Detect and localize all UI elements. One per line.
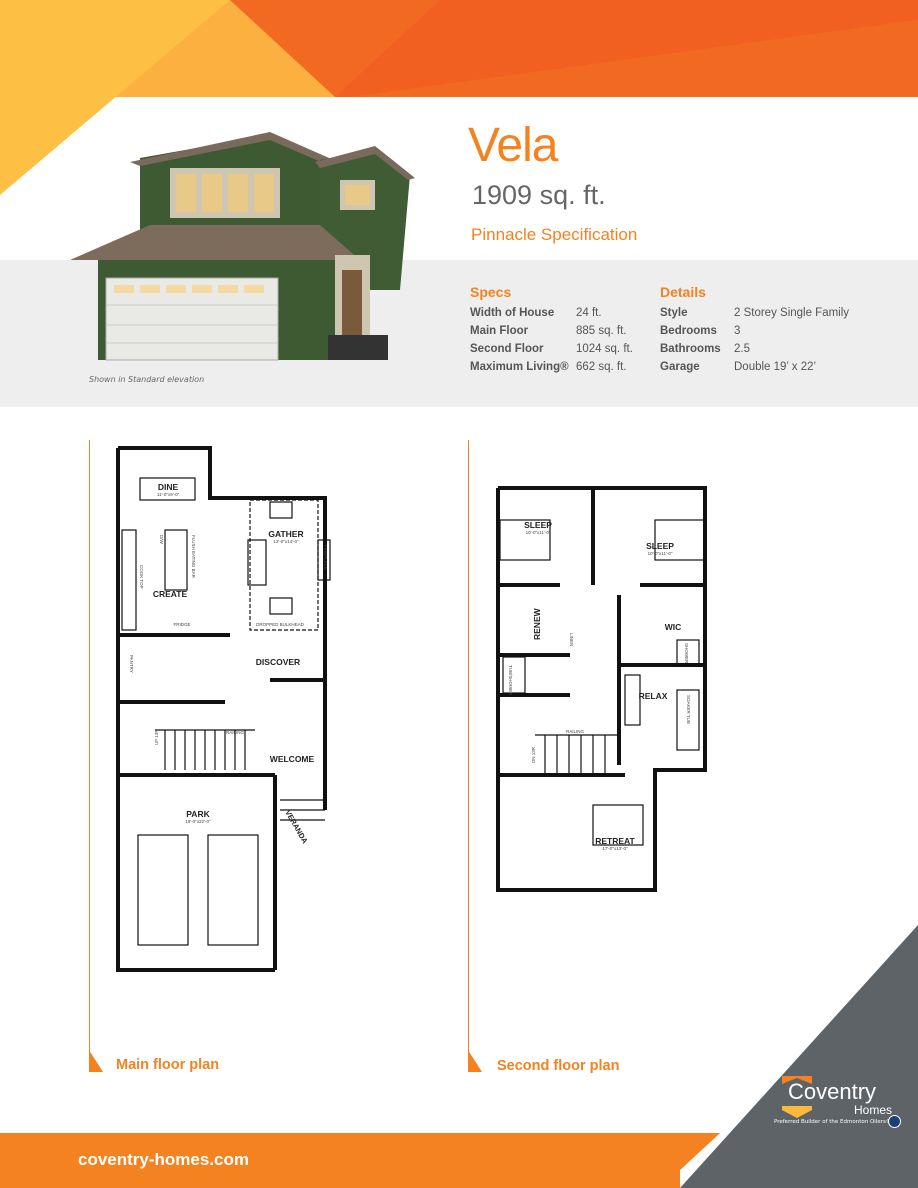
logo-mark-icon xyxy=(782,1076,812,1118)
logo-name: Coventry xyxy=(788,1079,877,1104)
house-elevation-image xyxy=(70,132,415,361)
room-create: CREATE xyxy=(153,589,188,599)
model-name: Vela xyxy=(468,119,558,172)
room-dine-dimensions: 11'-0"x9'-0" xyxy=(157,492,180,497)
room-gather: GATHER xyxy=(268,529,303,539)
room-sleep-2-dimensions: 10'-0"x11'-0" xyxy=(648,551,673,556)
dishwasher-label: D/W xyxy=(159,535,164,545)
main-floor-plan-label: Main floor plan xyxy=(116,1057,220,1073)
specs-heading: Specs xyxy=(470,284,512,300)
fireplace-label: FIREPLACE xyxy=(323,545,328,570)
room-wic: WIC xyxy=(665,622,682,632)
logo-sub: Homes xyxy=(854,1103,893,1117)
details-heading: Details xyxy=(660,284,706,300)
room-park: PARK xyxy=(186,809,210,819)
plan-marker-icon xyxy=(468,1050,482,1072)
room-veranda: VERANDA xyxy=(283,809,310,846)
room-retreat-dimensions: 17'-0"x13'-0" xyxy=(602,846,628,851)
room-gather-dimensions: 13'-0"x14'-0" xyxy=(273,539,299,544)
range-label: COOK TOP xyxy=(139,565,144,589)
room-discover: DISCOVER xyxy=(256,657,300,667)
linen-label: LINEN xyxy=(569,633,574,646)
room-relax: RELAX xyxy=(639,691,668,701)
room-sleep-2: SLEEP xyxy=(646,541,674,551)
divider-line xyxy=(89,440,90,1065)
room-dine: DINE xyxy=(158,482,179,492)
room-sleep-1-dimensions: 10'-0"x11'-0" xyxy=(526,530,551,535)
room-retreat: RETREAT xyxy=(595,836,635,846)
bulkhead-label: DROPPED BULKHEAD xyxy=(256,622,305,627)
model-area: 1909 sq. ft. xyxy=(472,180,606,210)
oilers-logo-icon xyxy=(888,1115,901,1128)
footer-band xyxy=(0,1133,720,1188)
island-label: FLUSH EATING BAR xyxy=(191,535,196,579)
stair-label: DN 13R xyxy=(531,746,536,763)
plan-marker-icon xyxy=(89,1050,103,1072)
main-floor-plan: DINE 11'-0"x9'-0" GATHER 13'-0"x14'-0" C… xyxy=(116,446,331,972)
railing-label: RAILING xyxy=(566,729,585,734)
logo-tagline: Preferred Builder of the Edmonton Oilers… xyxy=(774,1119,892,1125)
second-floor-plan: SLEEP 10'-0"x11'-0" SLEEP 10'-0"x11'-0" … xyxy=(496,486,707,892)
tub-shower-label: TUB/SHOWER xyxy=(508,665,513,696)
railing-label: RAILING xyxy=(226,730,245,735)
specification-level: Pinnacle Specification xyxy=(471,225,638,244)
pantry-label: PANTRY xyxy=(129,655,134,673)
spec-row: Maximum Living®662 sq. ft. xyxy=(470,361,627,373)
divider-line xyxy=(468,440,469,1065)
stair-label: UP 13R xyxy=(154,729,159,745)
soaker-tub-label: SOAKER TUB xyxy=(686,695,691,724)
shower-label: SHOWER xyxy=(684,643,689,664)
room-park-dimensions: 19'-0"x22'-0" xyxy=(185,819,211,824)
elevation-caption: Shown in Standard elevation xyxy=(89,375,205,384)
room-renew: RENEW xyxy=(532,607,542,640)
room-sleep-1: SLEEP xyxy=(524,520,552,530)
second-floor-plan-label: Second floor plan xyxy=(497,1058,620,1074)
room-welcome: WELCOME xyxy=(270,754,315,764)
fridge-label: FRIDGE xyxy=(173,622,190,627)
website-link[interactable]: coventry-homes.com xyxy=(78,1150,249,1169)
